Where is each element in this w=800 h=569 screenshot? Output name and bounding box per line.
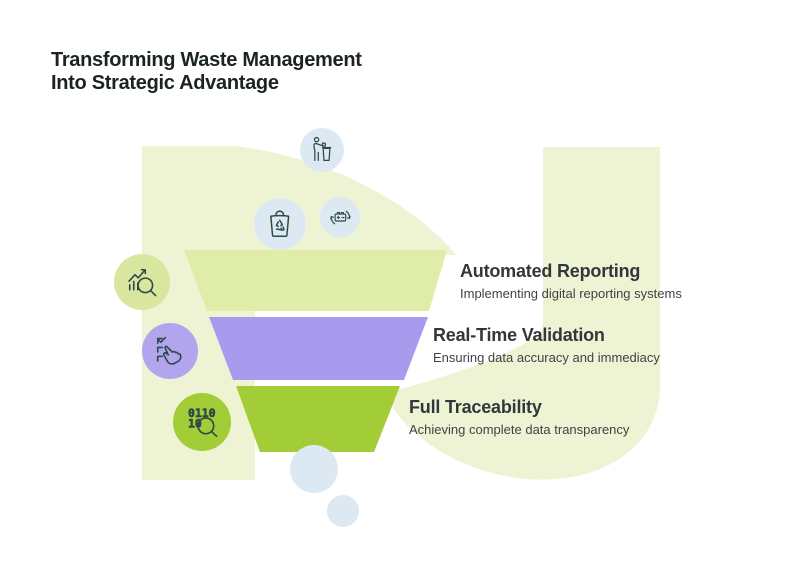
drip-circle-large [290, 445, 338, 493]
battery-recycling-icon [329, 210, 351, 224]
funnel-stage-real-time-validation [209, 317, 428, 380]
checklist-click-icon [156, 336, 182, 365]
stage-heading: Full Traceability [409, 397, 542, 417]
badge-data-scan: 0110 10 [173, 393, 231, 451]
badge-checklist-click [142, 323, 198, 379]
binary-digits-line1: 0110 [188, 406, 216, 420]
background-shape-left [142, 146, 456, 480]
funnel-stage-full-traceability [236, 386, 400, 452]
stage-label-real-time-validation: Real-Time Validation Ensuring data accur… [433, 325, 660, 365]
page-title-line1: Transforming Waste Management [51, 49, 362, 71]
stage-heading: Automated Reporting [460, 261, 641, 281]
background-shape-j [388, 147, 660, 480]
stage-label-full-traceability: Full Traceability Achieving complete dat… [409, 397, 629, 437]
stage-description: Implementing digital reporting systems [460, 286, 682, 301]
page-title-line2: Into Strategic Advantage [51, 72, 279, 94]
recycle-bin-icon [270, 210, 290, 238]
stage-label-automated-reporting: Automated Reporting Implementing digital… [460, 261, 682, 301]
analytics-magnifier-icon [128, 268, 157, 297]
funnel-stage-automated-reporting [184, 250, 447, 311]
stage-heading: Real-Time Validation [433, 325, 605, 345]
badge-person-waste [300, 128, 344, 172]
stage-description: Ensuring data accuracy and immediacy [433, 350, 660, 365]
badge-battery-recycling [320, 197, 360, 237]
badge-analytics [114, 254, 170, 310]
person-disposing-waste-icon [313, 137, 332, 162]
data-scan-magnifier-icon: 0110 10 [188, 406, 218, 438]
stage-description: Achieving complete data transparency [409, 422, 630, 437]
drip-circle-small [327, 495, 359, 527]
binary-digits-line2: 10 [188, 417, 202, 431]
page-title: Transforming Waste Management Into Strat… [51, 49, 362, 95]
badge-recycle-bin [254, 198, 306, 250]
